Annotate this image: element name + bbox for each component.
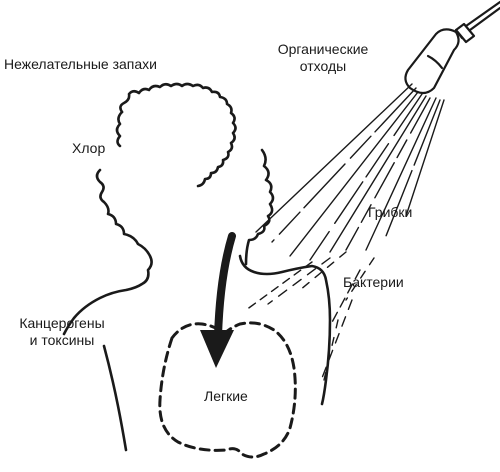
- label-organic-waste: Органические отходы: [268, 41, 378, 75]
- label-fungi: Грибки: [368, 204, 413, 220]
- label-unwanted-odors: Нежелательные запахи: [4, 56, 157, 72]
- label-carcinogens: Канцерогены и токсины: [12, 315, 112, 349]
- water-spray: [245, 83, 445, 381]
- down-arrow-icon: [200, 232, 236, 368]
- face-left: [62, 110, 153, 336]
- label-organic-waste-line2: отходы: [299, 58, 347, 74]
- shower-head-icon: [404, 0, 500, 95]
- shoulder-right: [238, 254, 332, 406]
- label-chlorine: Хлор: [72, 140, 106, 156]
- label-carcinogens-line2: и токсины: [29, 332, 95, 348]
- label-bacteria: Бактерии: [343, 274, 404, 290]
- label-lungs: Легкие: [204, 388, 248, 404]
- head-outline: [119, 82, 237, 188]
- label-organic-waste-line1: Органические: [277, 41, 369, 57]
- body-left: [102, 344, 128, 452]
- face-right: [244, 148, 275, 266]
- label-carcinogens-line1: Канцерогены: [19, 315, 105, 331]
